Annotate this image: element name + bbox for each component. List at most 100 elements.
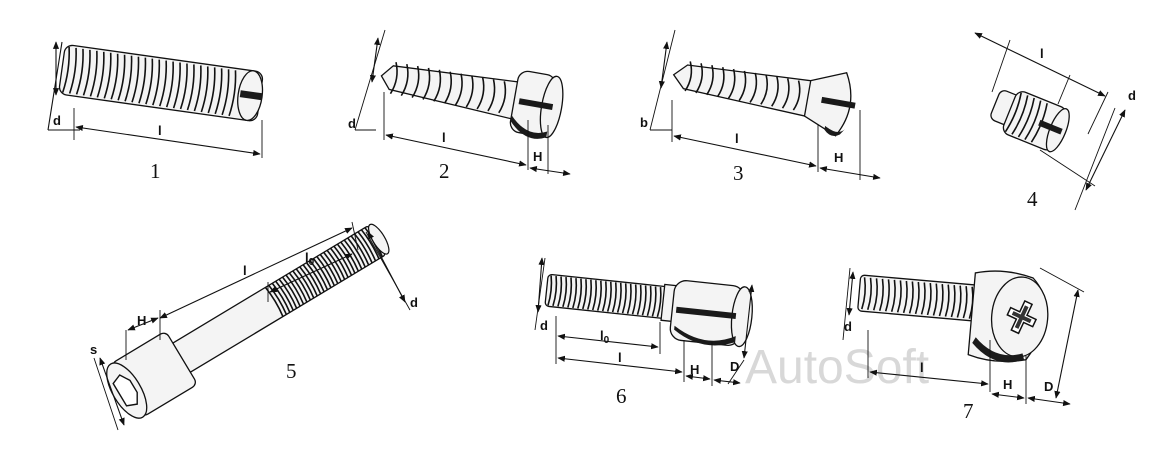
thread-line bbox=[82, 49, 91, 96]
thread-line bbox=[591, 280, 598, 311]
thread-line bbox=[878, 278, 884, 311]
thread-line bbox=[152, 59, 161, 106]
figure-6-cheese-head-screw: d l0 l H D 6 bbox=[534, 257, 755, 408]
thread-line bbox=[562, 277, 568, 308]
thread-line bbox=[626, 283, 632, 314]
thread-line bbox=[400, 63, 409, 97]
thread-line bbox=[611, 282, 617, 313]
thread-line bbox=[61, 46, 71, 93]
thread-line bbox=[586, 279, 593, 310]
figure-7-pan-head-phillips-screw: d l H D 7 bbox=[842, 267, 1085, 423]
thread-line bbox=[727, 68, 736, 100]
fig7-label-d: d bbox=[844, 319, 852, 334]
thread-line bbox=[636, 284, 642, 316]
watermark: AutoSoft bbox=[745, 341, 929, 394]
thread-line bbox=[557, 276, 563, 307]
fig3-label-b: b bbox=[640, 115, 648, 130]
thread-line bbox=[214, 68, 223, 115]
fig3-label-H: H bbox=[834, 150, 843, 165]
thread-line bbox=[582, 279, 588, 310]
figure-3-countersunk-wood-screw: b l H 3 bbox=[640, 29, 881, 185]
thread-line bbox=[577, 278, 583, 309]
thread-line bbox=[601, 281, 607, 312]
fig6-label-l: l bbox=[618, 350, 622, 365]
thread-line bbox=[1024, 100, 1042, 140]
figure-2-wood-screw: d l H 2 bbox=[348, 29, 571, 183]
thread-line bbox=[1011, 95, 1029, 135]
thread-line bbox=[552, 275, 558, 307]
thread-line bbox=[411, 65, 420, 98]
thread-line bbox=[68, 47, 77, 94]
fig2-number: 2 bbox=[439, 159, 450, 183]
thread-line bbox=[158, 60, 168, 107]
fig1-label-d: d bbox=[53, 113, 61, 128]
thread-line bbox=[781, 78, 790, 109]
thread-line bbox=[110, 53, 119, 100]
thread-line bbox=[117, 54, 126, 101]
thread-line bbox=[596, 280, 602, 311]
thread-line bbox=[950, 285, 956, 318]
fig6-label-l0: l0 bbox=[600, 328, 610, 346]
thread-line bbox=[547, 275, 553, 306]
thread-line bbox=[179, 63, 188, 110]
fig7-label-H: H bbox=[1003, 377, 1012, 392]
fig5-label-s: s bbox=[90, 342, 97, 357]
thread-line bbox=[616, 282, 622, 313]
figure-5-socket-head-screw: s H l l0 d 5 bbox=[90, 221, 418, 431]
thread-line bbox=[695, 63, 704, 94]
thread-line bbox=[433, 69, 442, 102]
thread-line bbox=[487, 79, 496, 112]
thread-line bbox=[221, 69, 230, 116]
fig7-label-D: D bbox=[1044, 379, 1053, 394]
fig3-number: 3 bbox=[733, 161, 744, 185]
fig5-label-d: d bbox=[410, 295, 418, 310]
thread-line bbox=[193, 65, 202, 112]
fig5-label-l: l bbox=[243, 263, 247, 278]
fig2-label-l: l bbox=[442, 130, 446, 145]
thread-line bbox=[938, 283, 944, 317]
thread-line bbox=[465, 75, 474, 108]
thread-line bbox=[646, 285, 652, 317]
fig4-number: 4 bbox=[1027, 187, 1038, 211]
fig7-number: 7 bbox=[963, 399, 974, 423]
thread-line bbox=[684, 61, 693, 92]
thread-line bbox=[207, 67, 216, 114]
thread-line bbox=[738, 70, 747, 101]
fig6-label-d: d bbox=[540, 318, 548, 333]
thread-line bbox=[131, 56, 140, 103]
thread-line bbox=[896, 280, 902, 313]
thread-line bbox=[172, 62, 181, 109]
thread-line bbox=[884, 279, 890, 312]
thread-line bbox=[498, 81, 507, 114]
thread-line bbox=[749, 72, 758, 103]
thread-line bbox=[89, 50, 98, 97]
thread-line bbox=[641, 285, 647, 316]
thread-line bbox=[651, 286, 657, 317]
thread-line bbox=[631, 284, 637, 315]
thread-line bbox=[454, 73, 463, 106]
thread-line bbox=[1017, 97, 1035, 138]
thread-line bbox=[228, 70, 237, 117]
fig1-number: 1 bbox=[150, 159, 161, 183]
thread-line bbox=[872, 278, 878, 311]
fig1-label-l: l bbox=[158, 123, 162, 138]
thread-line bbox=[145, 58, 154, 105]
thread-line bbox=[200, 66, 209, 113]
thread-line bbox=[932, 283, 938, 316]
thread-line bbox=[186, 64, 195, 111]
thread-line bbox=[606, 281, 612, 312]
thread-line bbox=[656, 286, 662, 318]
fig3-label-l: l bbox=[735, 131, 739, 146]
thread-line bbox=[861, 277, 867, 310]
thread-line bbox=[75, 48, 84, 95]
thread-line bbox=[621, 283, 627, 314]
fig5-label-H: H bbox=[137, 313, 146, 328]
thread-line bbox=[890, 279, 896, 313]
thread-line bbox=[771, 76, 779, 107]
thread-line bbox=[96, 51, 105, 98]
thread-line bbox=[926, 282, 932, 316]
fig2-label-d: d bbox=[348, 116, 356, 131]
thread-line bbox=[716, 66, 725, 98]
fig6-label-H: H bbox=[690, 362, 699, 377]
